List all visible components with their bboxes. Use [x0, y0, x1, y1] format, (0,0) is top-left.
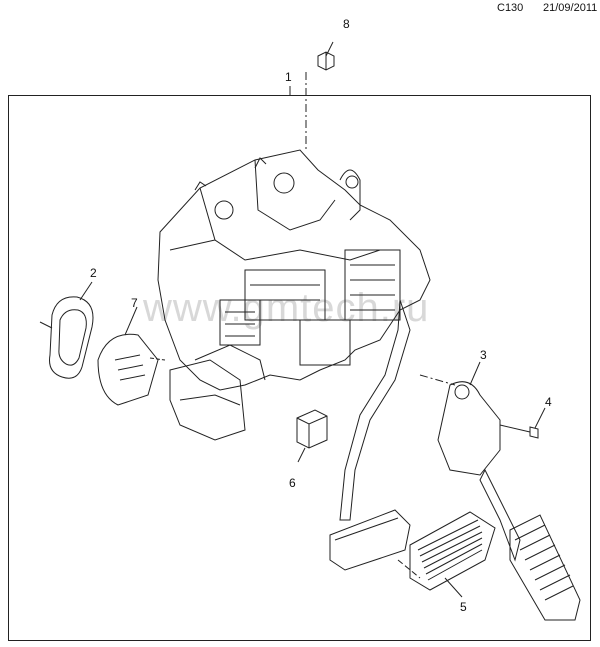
- centerline-5: [397, 559, 421, 579]
- callout-7: 7: [131, 296, 138, 310]
- leader-3: [469, 361, 481, 386]
- plate-part-7: [97, 306, 166, 406]
- diagram-frame: [8, 95, 591, 641]
- centerline-3: [419, 374, 456, 386]
- callout-5: 5: [460, 600, 467, 614]
- accelerator-pedal-3: [437, 381, 581, 621]
- callout-3: 3: [480, 348, 487, 362]
- diagram-code: C130: [497, 2, 524, 14]
- bolt-part-4: [499, 407, 546, 439]
- callout-8: 8: [343, 17, 350, 31]
- callout-1: 1: [285, 70, 292, 84]
- switch-part-6: [296, 409, 328, 463]
- nut-part-8: [317, 41, 335, 71]
- watermark: www.gmtech.ru: [143, 286, 430, 330]
- callout-4: 4: [545, 395, 552, 409]
- callout-2: 2: [90, 266, 97, 280]
- grommet-part-2: [39, 281, 94, 379]
- diagram-date: 21/09/2011: [543, 2, 598, 14]
- pedal-bracket: [157, 149, 431, 441]
- leader-5: [444, 577, 463, 598]
- pedal-pad-5: [409, 511, 496, 591]
- brake-pedal: [329, 299, 411, 571]
- callout-6: 6: [289, 476, 296, 490]
